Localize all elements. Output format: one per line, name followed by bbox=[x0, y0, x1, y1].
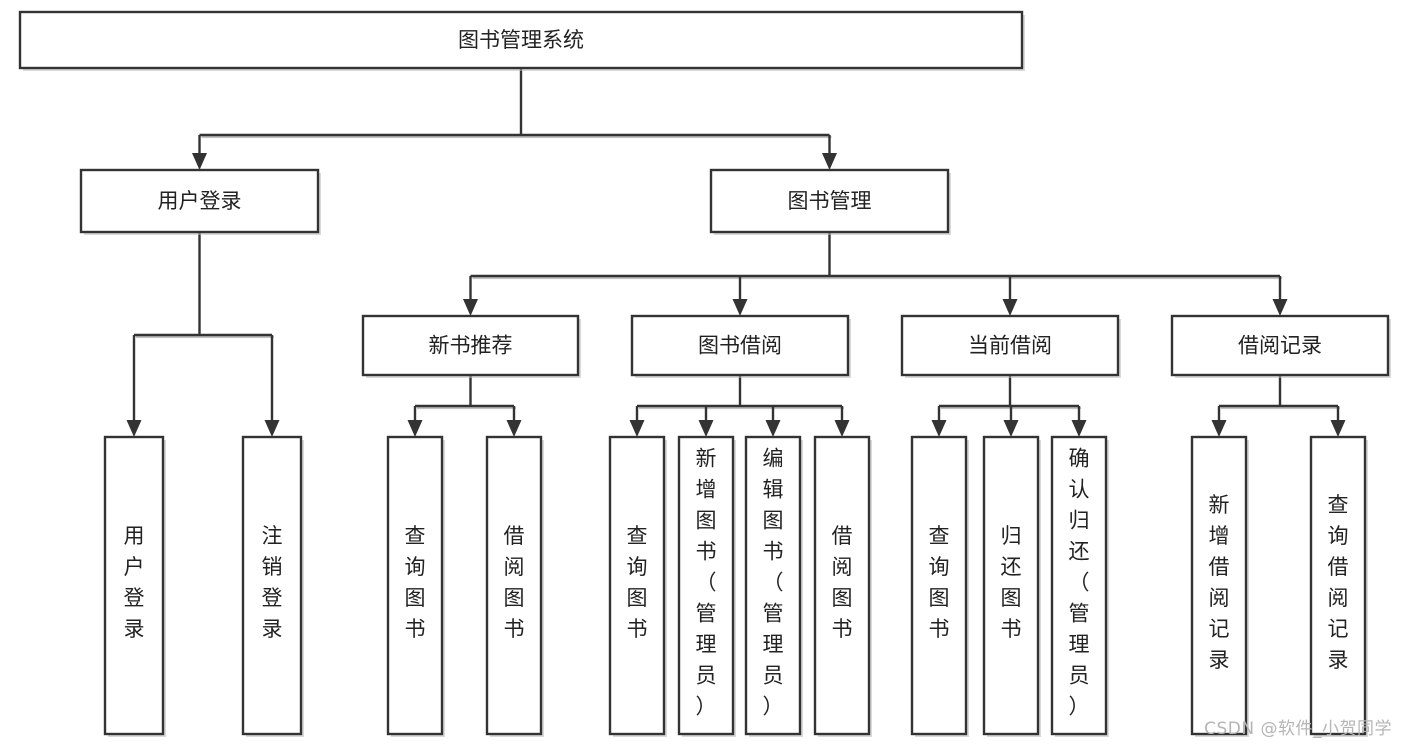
arrow-head bbox=[834, 420, 850, 437]
node-box[interactable] bbox=[1190, 435, 1248, 736]
arrow-head bbox=[765, 420, 781, 437]
node-book-borrow[interactable]: 图书借阅 bbox=[630, 314, 851, 378]
node-box[interactable] bbox=[630, 314, 850, 377]
node-box[interactable] bbox=[241, 435, 303, 736]
edge-group-new-book-rec bbox=[407, 375, 522, 437]
node-leaf-user-login[interactable]: 用户登录 bbox=[103, 435, 166, 737]
node-new-book-rec[interactable]: 新书推荐 bbox=[361, 314, 581, 378]
arrow-head bbox=[931, 420, 947, 437]
arrow-head bbox=[629, 420, 645, 437]
node-leaf-cb-query[interactable]: 查询图书 bbox=[910, 435, 969, 737]
arrow-head bbox=[1272, 299, 1288, 316]
node-box[interactable] bbox=[982, 435, 1040, 736]
node-leaf-rec-borrow[interactable]: 借阅图书 bbox=[485, 435, 544, 737]
node-label: 确认归还（管理员） bbox=[1069, 447, 1090, 719]
node-box[interactable] bbox=[18, 10, 1024, 70]
node-label: 查询图书 bbox=[627, 524, 648, 641]
arrow-head bbox=[407, 420, 423, 437]
node-layer: 图书管理系统用户登录图书管理新书推荐图书借阅当前借阅借阅记录用户登录注销登录查询… bbox=[18, 10, 1391, 737]
node-current-borrow[interactable]: 当前借阅 bbox=[900, 314, 1121, 378]
node-box[interactable] bbox=[677, 435, 735, 736]
node-leaf-bb-query[interactable]: 查询图书 bbox=[608, 435, 667, 737]
edge-group-current-borrow bbox=[931, 375, 1087, 437]
node-leaf-rec-query[interactable]: 查询图书 bbox=[386, 435, 445, 737]
node-label: 归还图书 bbox=[1001, 524, 1022, 641]
node-label: 图书借阅 bbox=[698, 334, 782, 358]
node-label: 查询借阅记录 bbox=[1328, 493, 1349, 672]
node-label: 查询图书 bbox=[405, 524, 426, 641]
node-label: 图书管理系统 bbox=[458, 28, 584, 52]
edge-group-book-borrow bbox=[629, 375, 850, 437]
node-box[interactable] bbox=[361, 314, 580, 377]
node-label: 编辑图书（管理员） bbox=[763, 447, 784, 719]
edge-group-book-manage bbox=[463, 232, 1288, 316]
node-label: 新增借阅记录 bbox=[1209, 493, 1230, 672]
node-leaf-cb-confirm[interactable]: 确认归还（管理员） bbox=[1050, 435, 1109, 737]
arrow-head bbox=[1003, 420, 1019, 437]
node-box[interactable] bbox=[103, 435, 165, 736]
node-box[interactable] bbox=[608, 435, 666, 736]
node-leaf-br-add[interactable]: 新增借阅记录 bbox=[1190, 435, 1249, 737]
arrow-head bbox=[822, 153, 837, 170]
arrow-head bbox=[1211, 420, 1227, 437]
node-label: 当前借阅 bbox=[968, 334, 1052, 358]
node-leaf-br-query[interactable]: 查询借阅记录 bbox=[1309, 435, 1368, 737]
node-box[interactable] bbox=[709, 168, 950, 234]
node-leaf-bb-edit[interactable]: 编辑图书（管理员） bbox=[744, 435, 803, 737]
arrow-head bbox=[698, 420, 714, 437]
node-label: 用户登录 bbox=[158, 189, 242, 213]
node-label: 新书推荐 bbox=[429, 334, 513, 358]
arrow-head bbox=[1002, 299, 1018, 316]
arrow-head bbox=[506, 420, 522, 437]
node-label: 图书管理 bbox=[788, 189, 872, 213]
arrow-head bbox=[1071, 420, 1087, 437]
arrow-head bbox=[463, 299, 478, 316]
edge-group-borrow-record bbox=[1211, 375, 1346, 437]
node-box[interactable] bbox=[1050, 435, 1108, 736]
node-user-login[interactable]: 用户登录 bbox=[79, 168, 321, 235]
node-box[interactable] bbox=[910, 435, 968, 736]
node-leaf-cb-return[interactable]: 归还图书 bbox=[982, 435, 1041, 737]
node-borrow-record[interactable]: 借阅记录 bbox=[1170, 314, 1391, 378]
arrow-head bbox=[1330, 420, 1346, 437]
node-box[interactable] bbox=[744, 435, 802, 736]
arrow-head bbox=[264, 420, 280, 437]
node-leaf-bb-add[interactable]: 新增图书（管理员） bbox=[677, 435, 736, 737]
node-label: 新增图书（管理员） bbox=[696, 447, 717, 719]
arrow-head bbox=[126, 420, 142, 437]
watermark-label: CSDN @软件_小贺同学 bbox=[1204, 719, 1392, 739]
node-box[interactable] bbox=[386, 435, 444, 736]
node-label: 借阅图书 bbox=[832, 524, 853, 641]
node-box[interactable] bbox=[1309, 435, 1367, 736]
edge-group-root bbox=[192, 68, 837, 170]
node-label: 用户登录 bbox=[124, 524, 145, 641]
node-book-manage[interactable]: 图书管理 bbox=[709, 168, 951, 235]
node-label: 注销登录 bbox=[262, 524, 283, 641]
node-root[interactable]: 图书管理系统 bbox=[18, 10, 1025, 71]
node-leaf-bb-borrow[interactable]: 借阅图书 bbox=[813, 435, 872, 737]
node-box[interactable] bbox=[900, 314, 1120, 377]
arrow-head bbox=[732, 299, 748, 316]
connector-layer bbox=[126, 68, 1346, 437]
node-box[interactable] bbox=[1170, 314, 1390, 377]
edge-group-user-login bbox=[126, 232, 280, 437]
node-label: 查询图书 bbox=[929, 524, 950, 641]
arrow-head bbox=[192, 153, 207, 170]
node-leaf-user-logout[interactable]: 注销登录 bbox=[241, 435, 304, 737]
node-label: 借阅记录 bbox=[1238, 334, 1322, 358]
node-label: 借阅图书 bbox=[504, 524, 525, 641]
node-box[interactable] bbox=[79, 168, 320, 234]
node-box[interactable] bbox=[813, 435, 871, 736]
node-box[interactable] bbox=[485, 435, 543, 736]
